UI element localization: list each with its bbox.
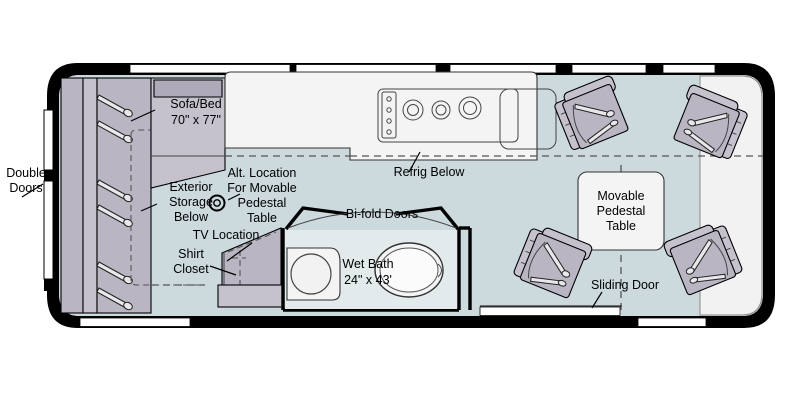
leader-shirt-closet <box>209 265 237 276</box>
label-alt-location-line2: For Movable <box>227 181 297 195</box>
rear-wall-panel-2 <box>82 77 98 314</box>
label-exterior-storage-line1: Exterior <box>169 180 212 194</box>
window-bottom-slider <box>479 306 621 316</box>
window-top-far-right <box>571 64 647 74</box>
label-wet-bath-line1: Wet Bath <box>342 257 393 271</box>
label-movable-pedestal-line1: Movable <box>597 189 644 203</box>
shirt-closet-tv-cabinet <box>217 227 285 308</box>
label-tv-location: TV Location <box>193 228 260 242</box>
sofa-bed-back <box>153 79 223 98</box>
rear-wall-panel <box>60 77 84 314</box>
bifold-doors[interactable] <box>284 206 460 231</box>
seatbelt-tethers <box>96 94 133 311</box>
label-wet-bath-line2: 24" x 43' <box>344 273 392 287</box>
leader-refrig-below <box>408 151 421 173</box>
swivel-chairs <box>512 75 750 300</box>
swivel-chair-3[interactable] <box>512 222 593 300</box>
label-sliding-door: Sliding Door <box>591 278 659 292</box>
label-alt-location-line4: Table <box>247 211 277 225</box>
bottom-windows <box>79 306 707 327</box>
label-alt-location-line3: Pedestal <box>238 196 287 210</box>
label-double-doors-line1: Double <box>6 166 46 180</box>
leader-tv-location <box>226 242 253 262</box>
label-sofa-bed-line2: 70" x 77" <box>171 113 221 127</box>
leader-sliding-door <box>591 291 603 309</box>
label-movable-pedestal-line2: Pedestal <box>597 204 646 218</box>
leader-sofa-bed <box>130 109 156 122</box>
swivel-chair-1[interactable] <box>551 75 632 153</box>
label-double-doors-line2: Doors <box>9 181 42 195</box>
shower-pan <box>374 242 444 298</box>
galley-counter-top <box>224 71 538 161</box>
pedestal-table-top <box>577 171 665 251</box>
swivel-chair-2[interactable] <box>669 84 750 162</box>
leader-double-doors <box>21 183 44 198</box>
toilet <box>286 247 341 301</box>
double-doors[interactable] <box>43 109 54 291</box>
label-sofa-bed-line1: Sofa/Bed <box>170 97 221 111</box>
storage-outline-top <box>130 129 170 136</box>
text-labels: Double Doors Sofa/Bed 70" x 77" Exterior… <box>6 97 659 292</box>
label-shirt-closet-line1: Shirt <box>178 247 204 261</box>
window-bottom-left <box>79 317 191 327</box>
window-cab-top <box>662 64 716 74</box>
cooktop-burners <box>402 96 482 121</box>
label-exterior-storage-line2: Storage <box>169 195 213 209</box>
window-top-left <box>129 64 291 74</box>
swivel-chair-4[interactable] <box>663 219 744 297</box>
sofa-bed <box>150 77 226 189</box>
leader-lines <box>21 109 603 309</box>
label-bifold-doors: Bi-fold Doors <box>346 207 418 221</box>
label-shirt-closet-line2: Closet <box>173 262 209 276</box>
closet-base <box>217 284 285 308</box>
movable-pedestal-table <box>577 171 665 251</box>
label-exterior-storage-line3: Below <box>174 210 209 224</box>
window-bottom-right <box>637 317 707 327</box>
sofa-bed-body <box>150 77 226 189</box>
wet-bath <box>281 206 472 312</box>
leader-alt-pedestal <box>227 193 241 201</box>
label-movable-pedestal-line3: Table <box>606 219 636 233</box>
leader-exterior-storage <box>140 203 158 212</box>
label-refrig-below: Refrig Below <box>394 165 466 179</box>
galley-counter <box>224 71 557 161</box>
storage-outline <box>130 135 200 286</box>
cooktop-outline <box>377 88 519 143</box>
label-alt-location-line1: Alt. Location <box>228 166 297 180</box>
alt-pedestal-floor-mount <box>208 194 226 212</box>
cooktop-controls-panel <box>381 91 397 139</box>
rear-bed-platform <box>60 77 200 314</box>
sink <box>499 88 557 150</box>
